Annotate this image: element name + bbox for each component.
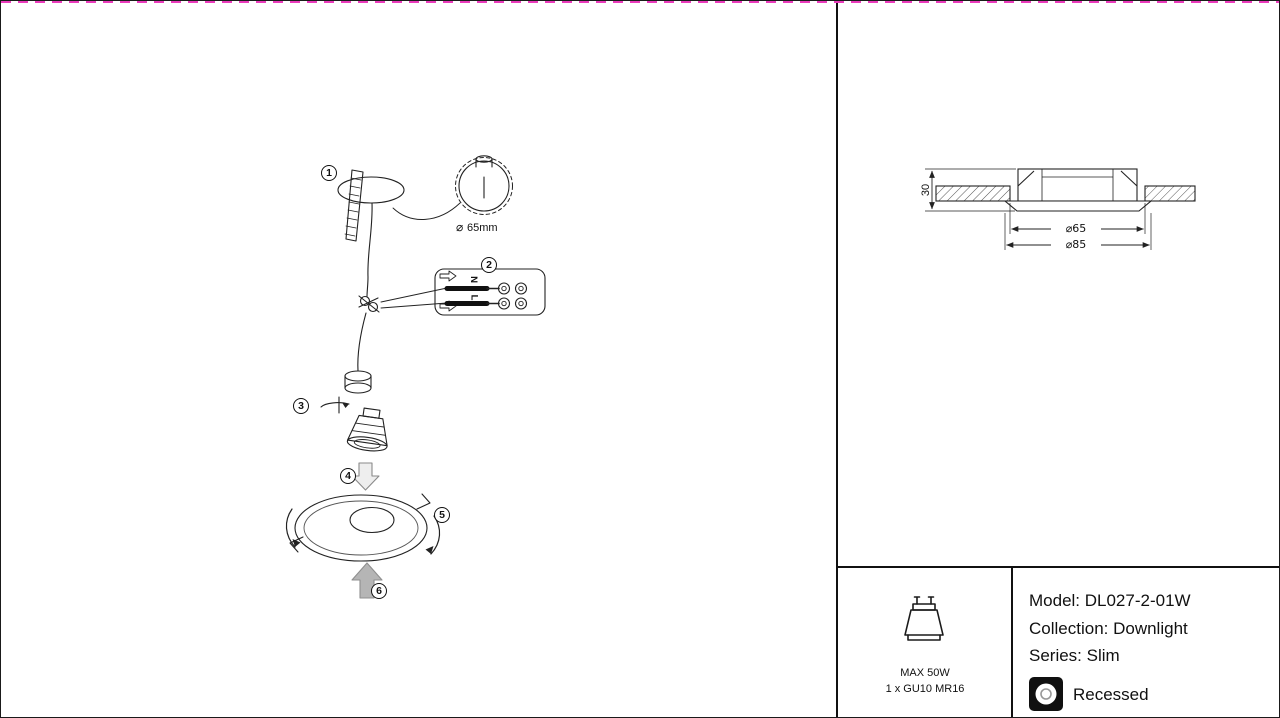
lamp-spec-box: MAX 50W 1 x GU10 MR16 [838, 568, 1010, 717]
lamp-type-label: 1 x GU10 MR16 [885, 683, 965, 695]
junction-leaders [380, 287, 448, 309]
fixing-ring [344, 370, 372, 394]
height-dimension-label: 30 [920, 183, 932, 197]
step-number-4: 4 [340, 468, 356, 484]
saw-leader-line [392, 202, 461, 220]
terminal-label-n: N [467, 276, 479, 283]
hole-saw-body [458, 160, 510, 212]
terminal-hole [497, 282, 511, 295]
stripped-conductors [486, 287, 500, 305]
installation-diagram [285, 155, 546, 599]
flange-diameter-label: ⌀85 [1051, 238, 1101, 251]
cross-section-drawing [925, 168, 1196, 250]
product-series: Series: Slim [1029, 646, 1120, 665]
product-info-box: Model: DL027-2-01W Collection: Downlight… [1013, 568, 1279, 717]
hole-saw-group [392, 155, 513, 220]
ceiling-cutout [337, 176, 405, 204]
terminal-arrow-top [439, 270, 457, 282]
recessed-mount-icon [1029, 677, 1063, 711]
gu10-lamp-icon [904, 596, 944, 641]
terminal-hole [514, 282, 528, 295]
vertical-divider-boxes [1011, 566, 1013, 717]
spring-clip-hatch [344, 177, 362, 237]
spring-clip [345, 169, 364, 242]
step-number-5: 5 [434, 507, 450, 523]
product-collection: Collection: Downlight [1029, 619, 1188, 638]
ceiling-cutout-group [337, 169, 405, 298]
step-number-3: 3 [293, 398, 309, 414]
terminal-block [434, 268, 546, 316]
dimension-panel [837, 1, 1279, 566]
spring-tab-right [416, 493, 431, 510]
insert-arrow-outline [351, 462, 380, 491]
rotate-arrow-left [285, 508, 296, 548]
fixture-section [1003, 168, 1153, 212]
hole-saw-teeth [455, 157, 513, 215]
terminal-hole [514, 297, 528, 310]
wire-lower [357, 312, 367, 372]
twist-arrow [320, 396, 350, 414]
terminal-block-body [434, 268, 546, 316]
wire-upper [366, 202, 373, 298]
mounting-clips [1017, 170, 1138, 187]
wire-junction [358, 287, 448, 313]
fold-line [1, 1, 1279, 3]
product-model: Model: DL027-2-01W [1029, 591, 1191, 610]
spring-tab-left [289, 536, 304, 553]
cutout-diameter-label: ⌀65 [1051, 222, 1101, 235]
step-number-1: 1 [321, 165, 337, 181]
gu10-bulb [346, 407, 388, 452]
diameter-icon: ⌀ [456, 220, 464, 234]
trim-ring [285, 493, 441, 562]
horizontal-divider-bottom [838, 566, 1279, 568]
terminal-label-l: L [468, 294, 480, 301]
ceiling-slabs [935, 185, 1196, 202]
step-number-2: 2 [481, 257, 497, 273]
installation-panel: 1 2 3 4 5 6 ⌀ 65mm N L [1, 1, 836, 717]
max-power-label: MAX 50W [900, 667, 950, 679]
mounting-type-label: Recessed [1073, 685, 1149, 704]
hole-size-label: 65mm [467, 222, 498, 234]
vertical-divider-main [836, 1, 838, 717]
trim-flange [1003, 200, 1153, 212]
terminal-hole [497, 297, 511, 310]
step-number-6: 6 [371, 583, 387, 599]
